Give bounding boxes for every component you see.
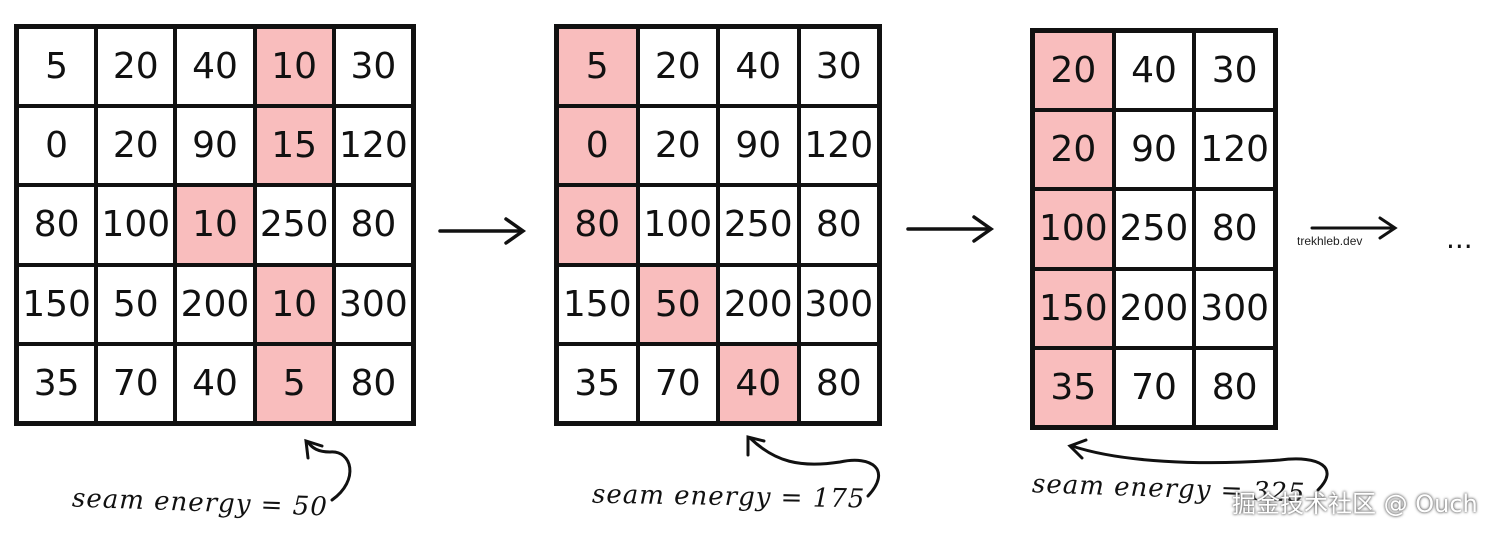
matrix-3-cell: 70	[1113, 347, 1195, 427]
matrix-1-cell: 80	[333, 185, 413, 265]
matrix-1-cell: 150	[17, 264, 97, 344]
matrix-2-cell: 250	[718, 185, 799, 265]
matrix-1-cell: 0	[17, 106, 97, 186]
matrix-1-cell: 90	[175, 106, 255, 186]
matrix-2-cell: 20	[637, 106, 718, 186]
matrix-1-cell: 80	[17, 185, 97, 265]
matrix-3-cell: 300	[1194, 268, 1275, 348]
matrix-1-cell: 30	[333, 27, 413, 107]
matrix-2-cell: 70	[637, 343, 718, 423]
matrix-3-cell: 40	[1113, 31, 1195, 111]
matrix-2-cell: 200	[718, 264, 799, 344]
watermark: 掘金技术社区 @ Ouch	[1232, 490, 1478, 518]
arrow-right-2	[906, 215, 995, 243]
matrix-1-cell: 40	[175, 343, 255, 423]
matrix-2-cell-seam: 80	[557, 185, 638, 265]
matrix-2-cell: 100	[637, 185, 718, 265]
matrix-2-cell: 20	[637, 27, 718, 107]
matrix-2-cell: 300	[798, 264, 879, 344]
curved-arrow-3	[1067, 438, 1329, 492]
matrix-1-cell: 50	[96, 264, 176, 344]
matrix-1-cell-seam: 5	[254, 343, 334, 423]
matrix-3-cell-seam: 20	[1033, 110, 1114, 190]
matrix-1-cell: 70	[96, 343, 176, 423]
matrix-3-cell: 80	[1194, 189, 1275, 269]
matrix-1-cell: 200	[175, 264, 255, 344]
matrix-1-cell: 20	[96, 106, 176, 186]
curved-arrow-1	[304, 438, 352, 502]
matrix-3-cell: 250	[1113, 189, 1195, 269]
seam-energy-label-2: seam energy = 175	[591, 479, 866, 515]
credit-text: trekhleb.dev	[1297, 234, 1363, 248]
ellipsis: ...	[1446, 222, 1473, 255]
matrix-1-cell: 40	[175, 27, 255, 107]
matrix-1-cell: 300	[333, 264, 413, 344]
matrix-1-cell-seam: 15	[254, 106, 334, 186]
matrix-3-cell-seam: 20	[1033, 31, 1114, 111]
matrix-3-cell-seam: 35	[1033, 347, 1114, 427]
matrix-1-cell-seam: 10	[254, 27, 334, 107]
matrix-2-cell-seam: 5	[557, 27, 638, 107]
matrix-3-cell: 200	[1113, 268, 1195, 348]
matrix-2-cell: 30	[798, 27, 879, 107]
matrix-2-cell: 150	[557, 264, 638, 344]
matrix-1-cell: 5	[17, 27, 97, 107]
matrix-1-cell: 80	[333, 343, 413, 423]
matrix-3-cell: 80	[1194, 347, 1275, 427]
matrix-1-cell: 250	[254, 185, 334, 265]
matrix-3-cell-seam: 150	[1033, 268, 1114, 348]
matrix-1-cell-seam: 10	[175, 185, 255, 265]
arrow-right-1	[438, 217, 527, 245]
matrix-3-cell: 90	[1113, 110, 1195, 190]
matrix-2-cell-seam: 50	[637, 264, 718, 344]
arrow-right-3	[1310, 216, 1398, 240]
matrix-2-cell: 90	[718, 106, 799, 186]
matrix-3-cell: 30	[1194, 31, 1275, 111]
matrix-1-cell: 35	[17, 343, 97, 423]
matrix-1-cell-seam: 10	[254, 264, 334, 344]
matrix-3-cell: 120	[1194, 110, 1275, 190]
matrix-1-cell: 20	[96, 27, 176, 107]
curved-arrow-2	[746, 435, 881, 498]
matrix-2-cell: 35	[557, 343, 638, 423]
matrix-2-cell: 40	[718, 27, 799, 107]
matrix-2-cell: 80	[798, 343, 879, 423]
matrix-1-cell: 100	[96, 185, 176, 265]
matrix-2-cell-seam: 0	[557, 106, 638, 186]
matrix-2-cell: 80	[798, 185, 879, 265]
matrix-2-cell: 120	[798, 106, 879, 186]
matrix-3-cell-seam: 100	[1033, 189, 1114, 269]
matrix-2-cell-seam: 40	[718, 343, 799, 423]
matrix-1-cell: 120	[333, 106, 413, 186]
